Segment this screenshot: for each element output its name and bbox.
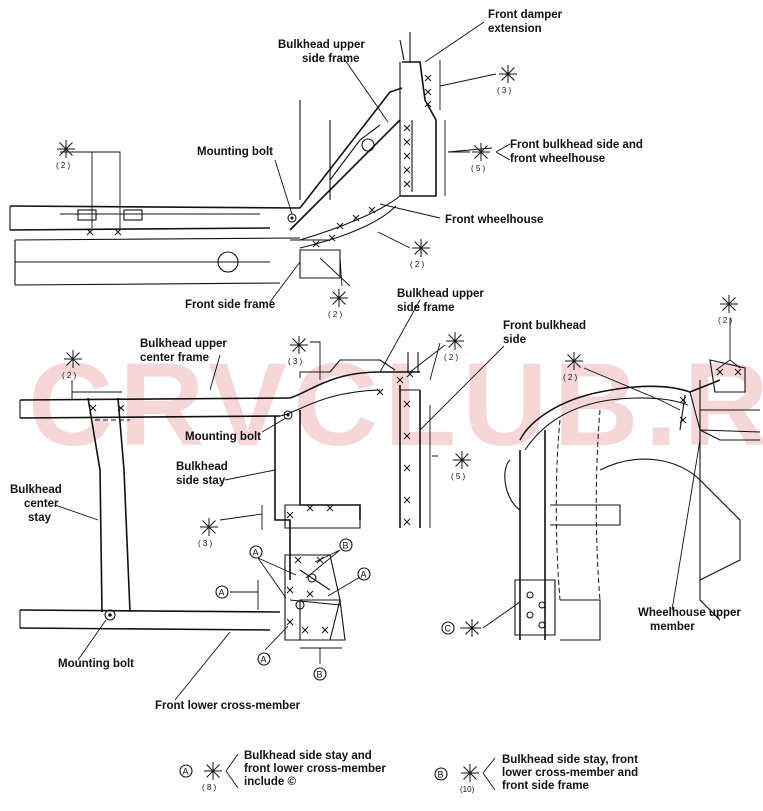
weld-count-side-stay: ( 3 ) [198,539,213,548]
weld-count-right-view-mid: ( 2 ) [563,373,578,382]
legend-b-count: (10) [460,785,475,794]
label-front-lower-cross-member: Front lower cross-member [155,700,301,712]
circle-mark-group: A A B A A B C [215,538,455,681]
circle-mark-a: A [361,570,367,580]
circle-mark-a: A [219,588,225,598]
legend-a-mark: A [183,767,189,777]
label-mounting-bolt-bottom: Mounting bolt [58,658,134,670]
legend-a-count: ( 8 ) [202,783,217,792]
side-view [504,359,761,641]
weld-count-bulkhead-side-wheelhouse: ( 5 ) [471,164,486,173]
label-front-side-frame: Front side frame [185,299,275,311]
weld-count-damper-ext: ( 3 ) [497,86,512,95]
weld-count-front-bulkhead-side-top: ( 2 ) [444,353,459,362]
label-mounting-bolt-top: Mounting bolt [197,146,273,158]
weld-count-side-frame: ( 2 ) [328,310,343,319]
legend-b-mark: B [438,770,444,780]
weld-count-center-frame-top: ( 3 ) [288,357,303,366]
label-front-wheelhouse: Front wheelhouse [445,214,543,226]
circle-mark-a: A [261,655,267,665]
circle-mark-b: B [317,670,323,680]
top-view [9,32,437,286]
label-mounting-bolt-mid: Mounting bolt [185,431,261,443]
weld-count-wheelhouse: ( 2 ) [410,260,425,269]
weld-count-center-stay-top: ( 2 ) [62,371,77,380]
weld-count-left-top: ( 2 ) [56,161,71,170]
watermark: CRVCLUB.RU [28,339,763,471]
front-view [19,352,421,641]
circle-mark-b: B [343,541,349,551]
circle-mark-c: C [445,624,452,634]
circle-mark-a: A [253,548,259,558]
weld-count-front-bulkhead-side-right: ( 5 ) [451,472,466,481]
weld-count-right-view-top: ( 2 ) [718,316,733,325]
